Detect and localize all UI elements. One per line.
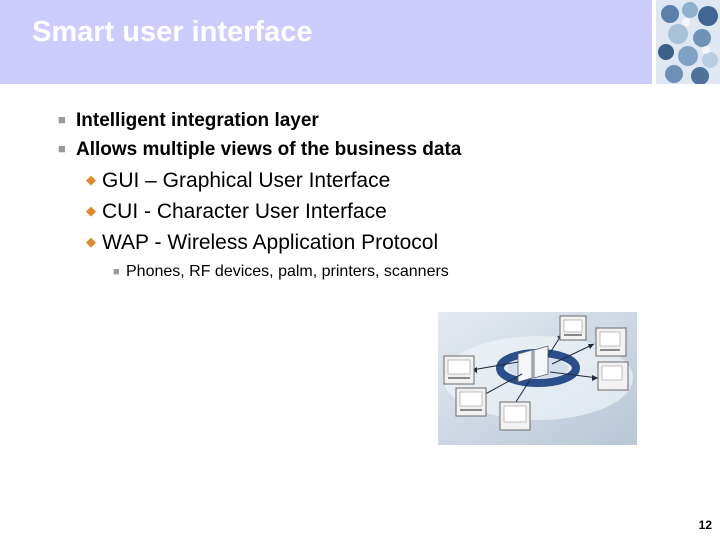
sub-bullet-item: ◆ GUI – Graphical User Interface: [86, 169, 390, 193]
diamond-bullet-icon: ◆: [86, 234, 96, 249]
bullet-item: ■ Allows multiple views of the business d…: [58, 139, 461, 161]
diamond-bullet-icon: ◆: [86, 172, 96, 187]
monitor-icon: [595, 327, 627, 357]
title-bar: Smart user interface: [0, 0, 652, 84]
square-bullet-icon: ■: [58, 112, 66, 127]
corner-image: [656, 0, 720, 85]
sub-bullet-text: WAP - Wireless Application Protocol: [102, 231, 439, 254]
sub-bullet-item: ◆ CUI - Character User Interface: [86, 200, 387, 224]
sub-bullet-item: ◆ WAP - Wireless Application Protocol: [86, 231, 438, 255]
bullet-text: Intelligent integration layer: [76, 110, 319, 131]
sub-sub-bullet-text: Phones, RF devices, palm, printers, scan…: [126, 263, 449, 280]
sub-bullet-text: GUI – Graphical User Interface: [102, 169, 391, 192]
square-bullet-icon: ■: [113, 266, 120, 278]
globe-photo-icon: [656, 0, 720, 85]
page-number: 12: [698, 518, 712, 532]
bullet-item: ■ Intelligent integration layer: [58, 110, 319, 132]
bullet-list: ■ Intelligent integration layer ■ Allows m…: [58, 110, 461, 281]
monitor-icon: [455, 387, 487, 417]
monitor-icon: [443, 355, 475, 385]
sub-bullet-text: CUI - Character User Interface: [102, 200, 387, 223]
monitor-icon: [597, 361, 629, 391]
monitor-icon: [559, 315, 587, 341]
bullet-text: Allows multiple views of the business da…: [76, 139, 462, 160]
diamond-bullet-icon: ◆: [86, 203, 96, 218]
monitor-icon: [499, 401, 531, 431]
sub-sub-bullet-item: ■ Phones, RF devices, palm, printers, sca…: [113, 263, 449, 281]
slide-title: Smart user interface: [32, 16, 313, 48]
square-bullet-icon: ■: [58, 141, 66, 156]
architecture-diagram: [438, 312, 637, 445]
architecture-diagram-graphic: [438, 312, 637, 445]
